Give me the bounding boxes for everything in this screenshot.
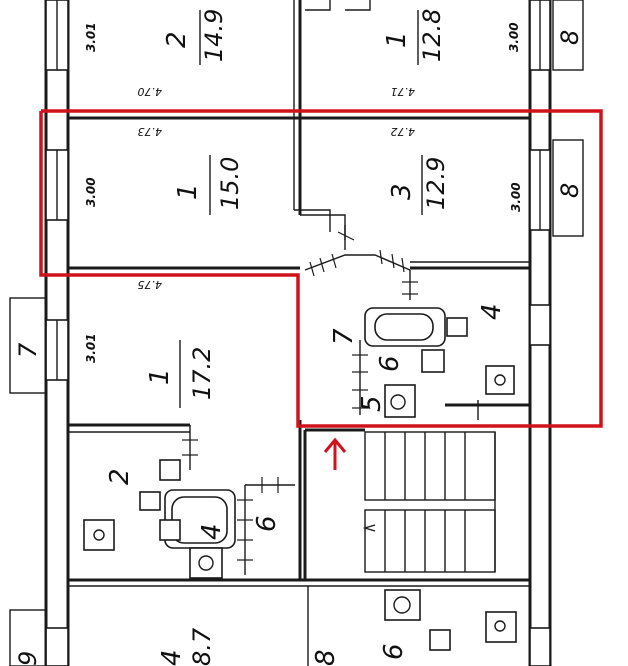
exterior-side-labels: 8 8 7 9 [14, 30, 584, 666]
dimension-label: 4.72 [391, 125, 416, 138]
room-number: 2 [105, 468, 135, 485]
side-label: 8 [556, 30, 584, 45]
room-number: 6 [252, 515, 282, 532]
side-label: 9 [14, 651, 42, 666]
room-number: 4 [157, 649, 187, 666]
window-dimension: 3.00 [84, 177, 98, 207]
room-number: 2 [162, 31, 192, 48]
dimension-label: 4.70 [138, 85, 163, 98]
dimension-label: 4.71 [391, 85, 416, 98]
window-dimension: 3.01 [84, 333, 98, 363]
side-label: 8 [556, 183, 584, 198]
room-area: 12.8 [418, 9, 446, 62]
room-number: 6 [379, 643, 409, 660]
room-number: 1 [173, 183, 203, 200]
window-dimension: 3.01 [84, 22, 98, 52]
room-number: 6 [375, 355, 405, 372]
windows [9, 0, 584, 666]
window-dimension: 3.00 [509, 182, 523, 212]
interior-walls [68, 0, 530, 666]
room-area: 12.9 [422, 157, 450, 210]
room-area: 17.2 [188, 347, 216, 400]
room-number: 4 [197, 523, 227, 540]
room-area: 15.0 [216, 157, 244, 210]
staircase [362, 431, 496, 573]
room-area: 14.9 [200, 9, 228, 62]
up-arrow-icon [323, 437, 347, 470]
highlight-outline [39, 109, 603, 428]
dimension-labels: 4.70 4.71 4.73 4.72 4.75 3.01 3.00 3.00 … [84, 22, 523, 363]
room-number: 8 [311, 649, 341, 666]
dimension-label: 4.75 [138, 278, 163, 291]
room-number: 5 [357, 395, 387, 412]
window-dimension: 3.00 [507, 22, 521, 52]
room-area: 8.7 [188, 627, 216, 666]
dimension-label: 4.73 [138, 125, 163, 138]
room-number: 1 [382, 31, 412, 48]
bathroom-fixtures-lower [83, 459, 517, 651]
room-labels: 2 14.9 1 12.8 1 15.0 3 12.9 1 17.2 4 8.7 [145, 9, 450, 666]
hatched-partitions [182, 225, 418, 575]
room-number: 3 [387, 183, 417, 200]
room-number: 7 [329, 328, 359, 345]
room-number: 4 [477, 303, 507, 320]
side-label: 7 [14, 342, 42, 358]
bathroom-fixtures-upper [364, 307, 515, 418]
room-number: 1 [145, 368, 175, 385]
small-room-labels: 4 7 6 5 2 4 6 6 8 [105, 303, 507, 666]
